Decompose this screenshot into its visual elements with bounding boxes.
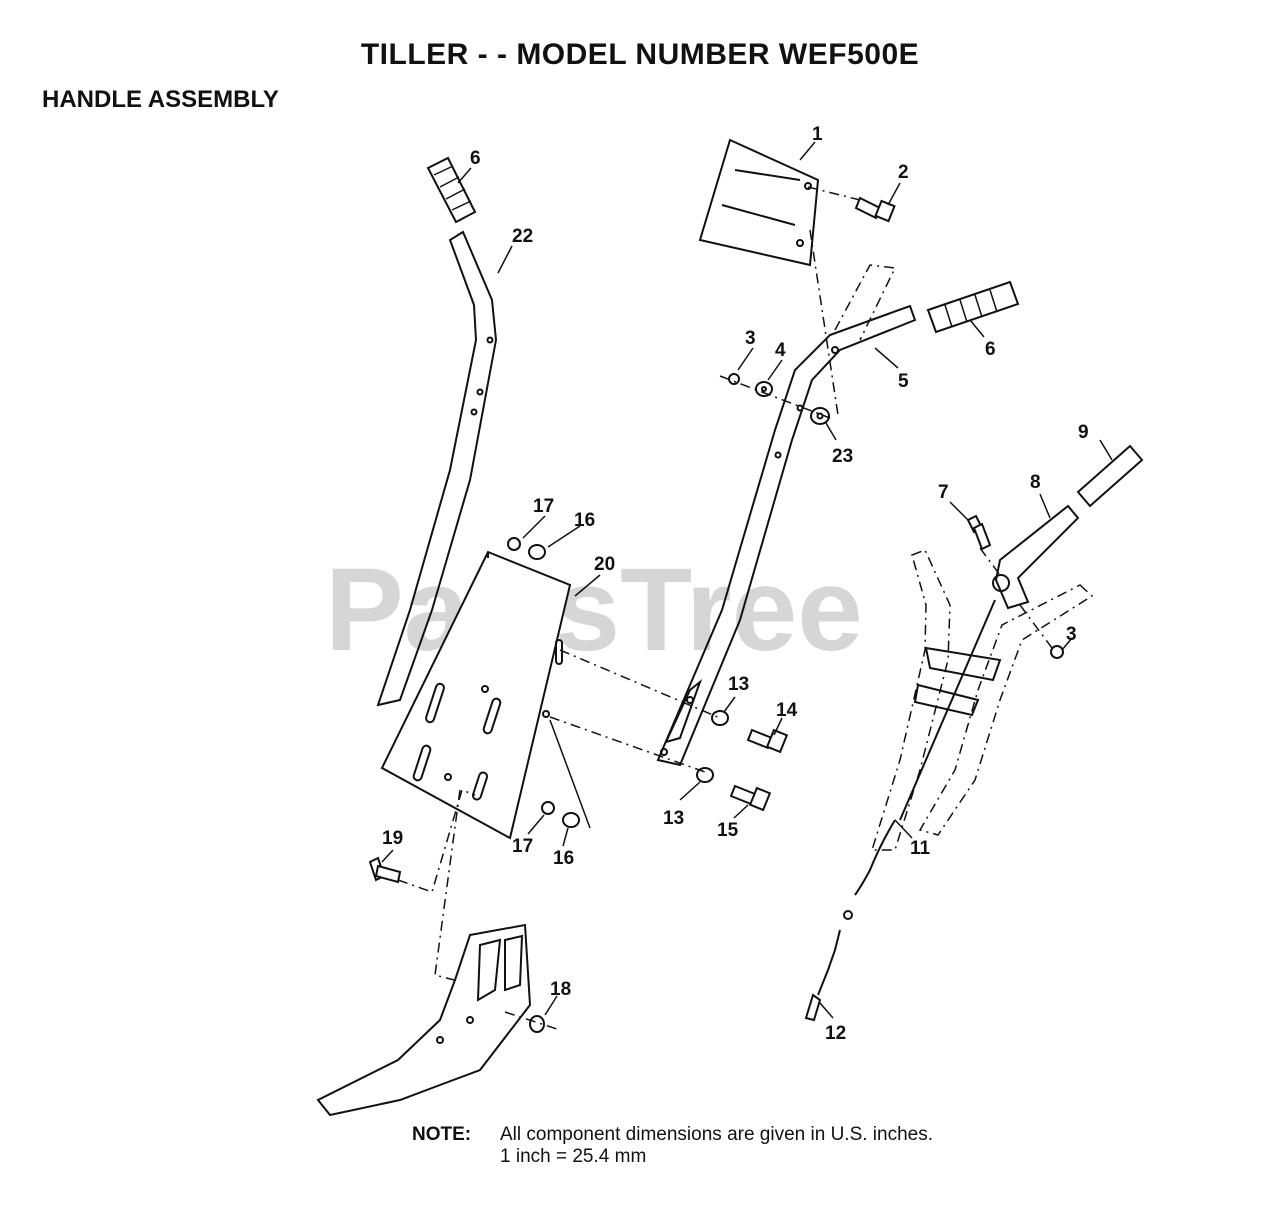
callout-9: 9 [1078,422,1089,443]
callout-11: 11 [910,838,931,859]
callout-5: 5 [898,371,909,392]
callout-6-right: 6 [985,339,996,360]
callout-3-top: 3 [745,328,756,349]
callout-19: 19 [382,828,403,849]
part-20-panel-plate [380,550,721,840]
callout-14: 14 [776,700,798,721]
part-22-left-handle-tube [376,230,498,707]
part-3-right-nut [1019,604,1064,659]
parts-16-17-bottom-hardware [541,801,580,828]
parts-7-8-9-lever [966,444,1144,610]
callout-16-top: 16 [574,510,595,531]
part-1-panel [698,138,820,267]
section-subtitle: HANDLE ASSEMBLY [42,86,279,113]
part-11-handle-cable [804,549,1094,1022]
note-text: All component dimensions are given in U.… [500,1124,934,1145]
watermark: PartsTree [325,544,863,676]
callout-1: 1 [812,124,823,145]
leader-lines [381,141,1113,1019]
part-2-bolt [807,186,896,223]
parts-13-14-hardware [711,710,789,754]
callout-2: 2 [898,162,909,183]
part-6-left-grip [426,156,477,224]
callout-12: 12 [825,1023,846,1044]
page-title: TILLER - - MODEL NUMBER WEF500E [360,38,920,71]
callout-17-top: 17 [533,496,554,517]
callout-22: 22 [512,226,533,247]
parts-3-4-23-hardware [719,229,839,425]
parts-16-17-top-hardware [507,537,546,560]
callout-6-left: 6 [470,148,481,169]
tiller-frame-bracket [316,789,561,1117]
callout-3-right: 3 [1066,624,1077,645]
callout-16-bottom: 16 [553,848,574,869]
part-19-bolt [368,789,476,893]
callout-20: 20 [594,554,615,575]
parts-13-15-hardware [696,767,772,812]
part-6-right-grip [926,280,1020,334]
callout-23: 23 [832,446,853,467]
callout-13-bottom: 13 [663,808,684,829]
part-5-right-handle-tube [656,264,917,767]
note-label: NOTE: [412,1124,472,1145]
callout-18: 18 [550,979,571,1000]
note-conversion: 1 inch = 25.4 mm [500,1146,647,1167]
callout-13-top: 13 [728,674,749,695]
callout-17-bottom: 17 [512,836,533,857]
callout-7: 7 [938,482,949,503]
callout-4: 4 [775,340,786,361]
callout-8: 8 [1030,472,1041,493]
callout-15: 15 [717,820,739,841]
